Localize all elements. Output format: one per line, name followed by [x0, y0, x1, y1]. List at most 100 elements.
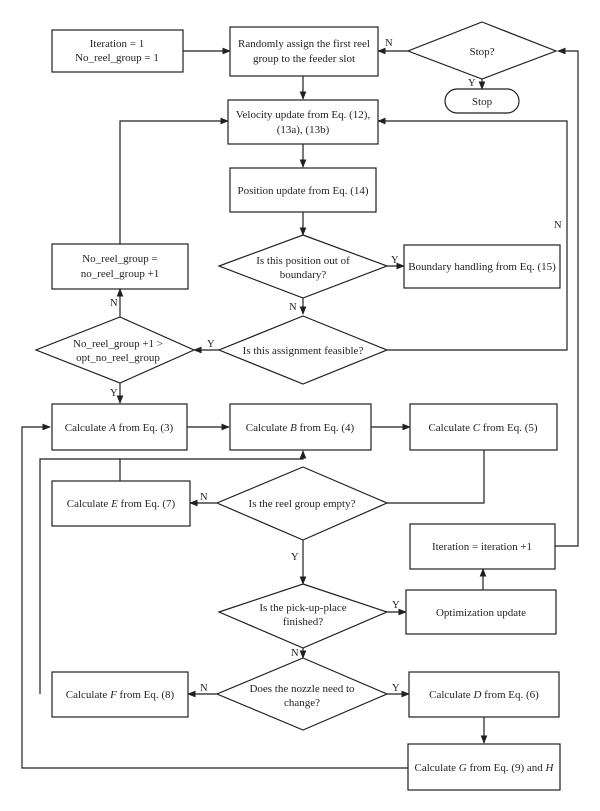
- node-velocity: Velocity update from Eq. (12), (13a), (1…: [227, 99, 379, 145]
- svg-text:Calculate F from Eq. (8): Calculate F from Eq. (8): [66, 689, 175, 701]
- node-position-text: Position update from Eq. (14): [237, 185, 368, 197]
- node-assign-line1: Randomly assign the first reel: [238, 38, 370, 50]
- node-increment-group-line2: no_reel_group +1: [81, 268, 160, 280]
- calc-e-pre: Calculate: [67, 498, 111, 510]
- label-feasible-yes: Y: [207, 339, 215, 350]
- node-calc-g: Calculate G from Eq. (9) and H: [407, 743, 561, 791]
- node-init: Iteration = 1 No_reel_group = 1: [51, 29, 184, 73]
- node-stop-terminal-text: Stop: [472, 96, 493, 108]
- svg-text:Calculate C from Eq. (5): Calculate C from Eq. (5): [428, 422, 537, 434]
- label-outq-yes: Y: [391, 255, 399, 266]
- edge-calcf-loop: [39, 458, 120, 694]
- edge-calcg-calca: [21, 423, 408, 769]
- edge-calce-calcb: [119, 450, 307, 481]
- node-calc-e: Calculate E from Eq. (7): [51, 480, 191, 527]
- node-empty-decision: Is the reel group empty?: [215, 466, 389, 541]
- node-increment-group: No_reel_group = no_reel_group +1: [51, 243, 189, 290]
- label-emptyq-no: N: [200, 492, 208, 503]
- node-out-of-boundary-line2: boundary?: [280, 269, 327, 281]
- node-assign-line2: group to the feeder slot: [253, 53, 355, 65]
- edge-incr-velocity: [119, 117, 229, 244]
- node-feasible-decision-text: Is this assignment feasible?: [243, 345, 364, 357]
- node-assign: Randomly assign the first reel group to …: [229, 26, 379, 77]
- node-optimization-update: Optimization update: [405, 589, 557, 635]
- node-position: Position update from Eq. (14): [229, 167, 377, 213]
- calc-f-var: F: [109, 689, 117, 701]
- calc-a-pre: Calculate: [65, 422, 109, 434]
- node-out-of-boundary-line1: Is this position out of: [256, 255, 350, 267]
- label-outq-no: N: [289, 302, 297, 313]
- label-stop-yes: Y: [468, 78, 476, 89]
- edge-iterincr-stopq: [555, 47, 579, 547]
- node-stop-decision-text: Stop?: [469, 46, 494, 58]
- calc-g-var: G: [459, 762, 467, 774]
- label-nozzleq-yes: Y: [392, 683, 400, 694]
- edges: [21, 47, 579, 769]
- svg-text:Calculate D from Eq. (6): Calculate D from Eq. (6): [429, 689, 539, 701]
- node-nozzle-line2: change?: [284, 697, 320, 709]
- calc-d-var: D: [472, 689, 481, 701]
- node-iteration-increment: Iteration = iteration +1: [409, 523, 556, 570]
- calc-g-var2: H: [545, 762, 555, 774]
- node-opt-group-line2: opt_no_reel_group: [76, 352, 160, 364]
- node-velocity-line2: (13a), (13b): [277, 124, 330, 136]
- calc-c-var: C: [473, 422, 481, 434]
- label-emptyq-yes: Y: [291, 552, 299, 563]
- svg-text:Calculate E from Eq. (7): Calculate E from Eq. (7): [67, 498, 176, 510]
- node-calc-b: Calculate B from Eq. (4): [229, 403, 372, 451]
- calc-g-mid: from Eq. (9) and: [467, 762, 546, 774]
- calc-c-post: from Eq. (5): [480, 422, 538, 434]
- calc-b-var: B: [290, 422, 297, 434]
- calc-a-post: from Eq. (3): [116, 422, 174, 434]
- calc-e-post: from Eq. (7): [118, 498, 176, 510]
- calc-b-pre: Calculate: [246, 422, 290, 434]
- label-finishedq-yes: Y: [392, 600, 400, 611]
- node-empty-decision-text: Is the reel group empty?: [249, 498, 356, 510]
- node-init-line2: No_reel_group = 1: [75, 52, 159, 64]
- node-finished-decision: Is the pick-up-place finished?: [217, 583, 389, 649]
- node-stop-terminal: Stop: [444, 88, 520, 114]
- label-feasible-no: N: [554, 220, 562, 231]
- calc-d-post: from Eq. (6): [481, 689, 539, 701]
- node-calc-a: Calculate A from Eq. (3): [51, 403, 188, 451]
- label-optq-no: N: [110, 298, 118, 309]
- node-feasible-decision: Is this assignment feasible?: [217, 315, 389, 385]
- node-optimization-update-text: Optimization update: [436, 607, 526, 619]
- calc-d-pre: Calculate: [429, 689, 473, 701]
- node-out-of-boundary-decision: Is this position out of boundary?: [217, 234, 389, 299]
- node-opt-group-decision: No_reel_group +1 > opt_no_reel_group: [34, 316, 196, 384]
- node-finished-line2: finished?: [283, 616, 323, 628]
- node-increment-group-line1: No_reel_group =: [82, 253, 158, 265]
- svg-text:Calculate B from Eq. (4): Calculate B from Eq. (4): [246, 422, 355, 434]
- node-iteration-increment-text: Iteration = iteration +1: [432, 541, 532, 553]
- calc-a-var: A: [108, 422, 116, 434]
- label-finishedq-no: N: [291, 648, 299, 659]
- label-optq-yes: Y: [110, 388, 118, 399]
- label-stop-no: N: [385, 38, 393, 49]
- edge-labels: N Y Y N N Y N Y N Y Y N N Y: [110, 38, 562, 694]
- svg-text:Calculate G from Eq. (9) and H: Calculate G from Eq. (9) and H: [414, 762, 554, 774]
- node-calc-f: Calculate F from Eq. (8): [51, 671, 189, 718]
- node-boundary-handling: Boundary handling from Eq. (15): [403, 244, 561, 289]
- label-nozzleq-no: N: [200, 683, 208, 694]
- node-stop-decision: Stop?: [406, 21, 558, 80]
- calc-c-pre: Calculate: [428, 422, 472, 434]
- edge-feasible-no-velocity: [377, 117, 568, 351]
- node-init-line1: Iteration = 1: [90, 38, 144, 50]
- node-nozzle-line1: Does the nozzle need to: [249, 683, 355, 695]
- svg-text:Calculate A from Eq. (3): Calculate A from Eq. (3): [65, 422, 174, 434]
- node-opt-group-line1: No_reel_group +1 >: [73, 338, 163, 350]
- calc-g-pre: Calculate: [414, 762, 458, 774]
- node-boundary-handling-text: Boundary handling from Eq. (15): [408, 261, 556, 273]
- node-velocity-line1: Velocity update from Eq. (12),: [236, 109, 371, 121]
- node-finished-line1: Is the pick-up-place: [259, 602, 346, 614]
- edge-calcc-emptyq: [387, 450, 485, 504]
- calc-e-var: E: [110, 498, 118, 510]
- calc-b-post: from Eq. (4): [297, 422, 355, 434]
- node-calc-d: Calculate D from Eq. (6): [408, 671, 560, 718]
- calc-f-pre: Calculate: [66, 689, 110, 701]
- node-nozzle-decision: Does the nozzle need to change?: [215, 657, 389, 731]
- calc-f-post: from Eq. (8): [117, 689, 175, 701]
- node-calc-c: Calculate C from Eq. (5): [409, 403, 558, 451]
